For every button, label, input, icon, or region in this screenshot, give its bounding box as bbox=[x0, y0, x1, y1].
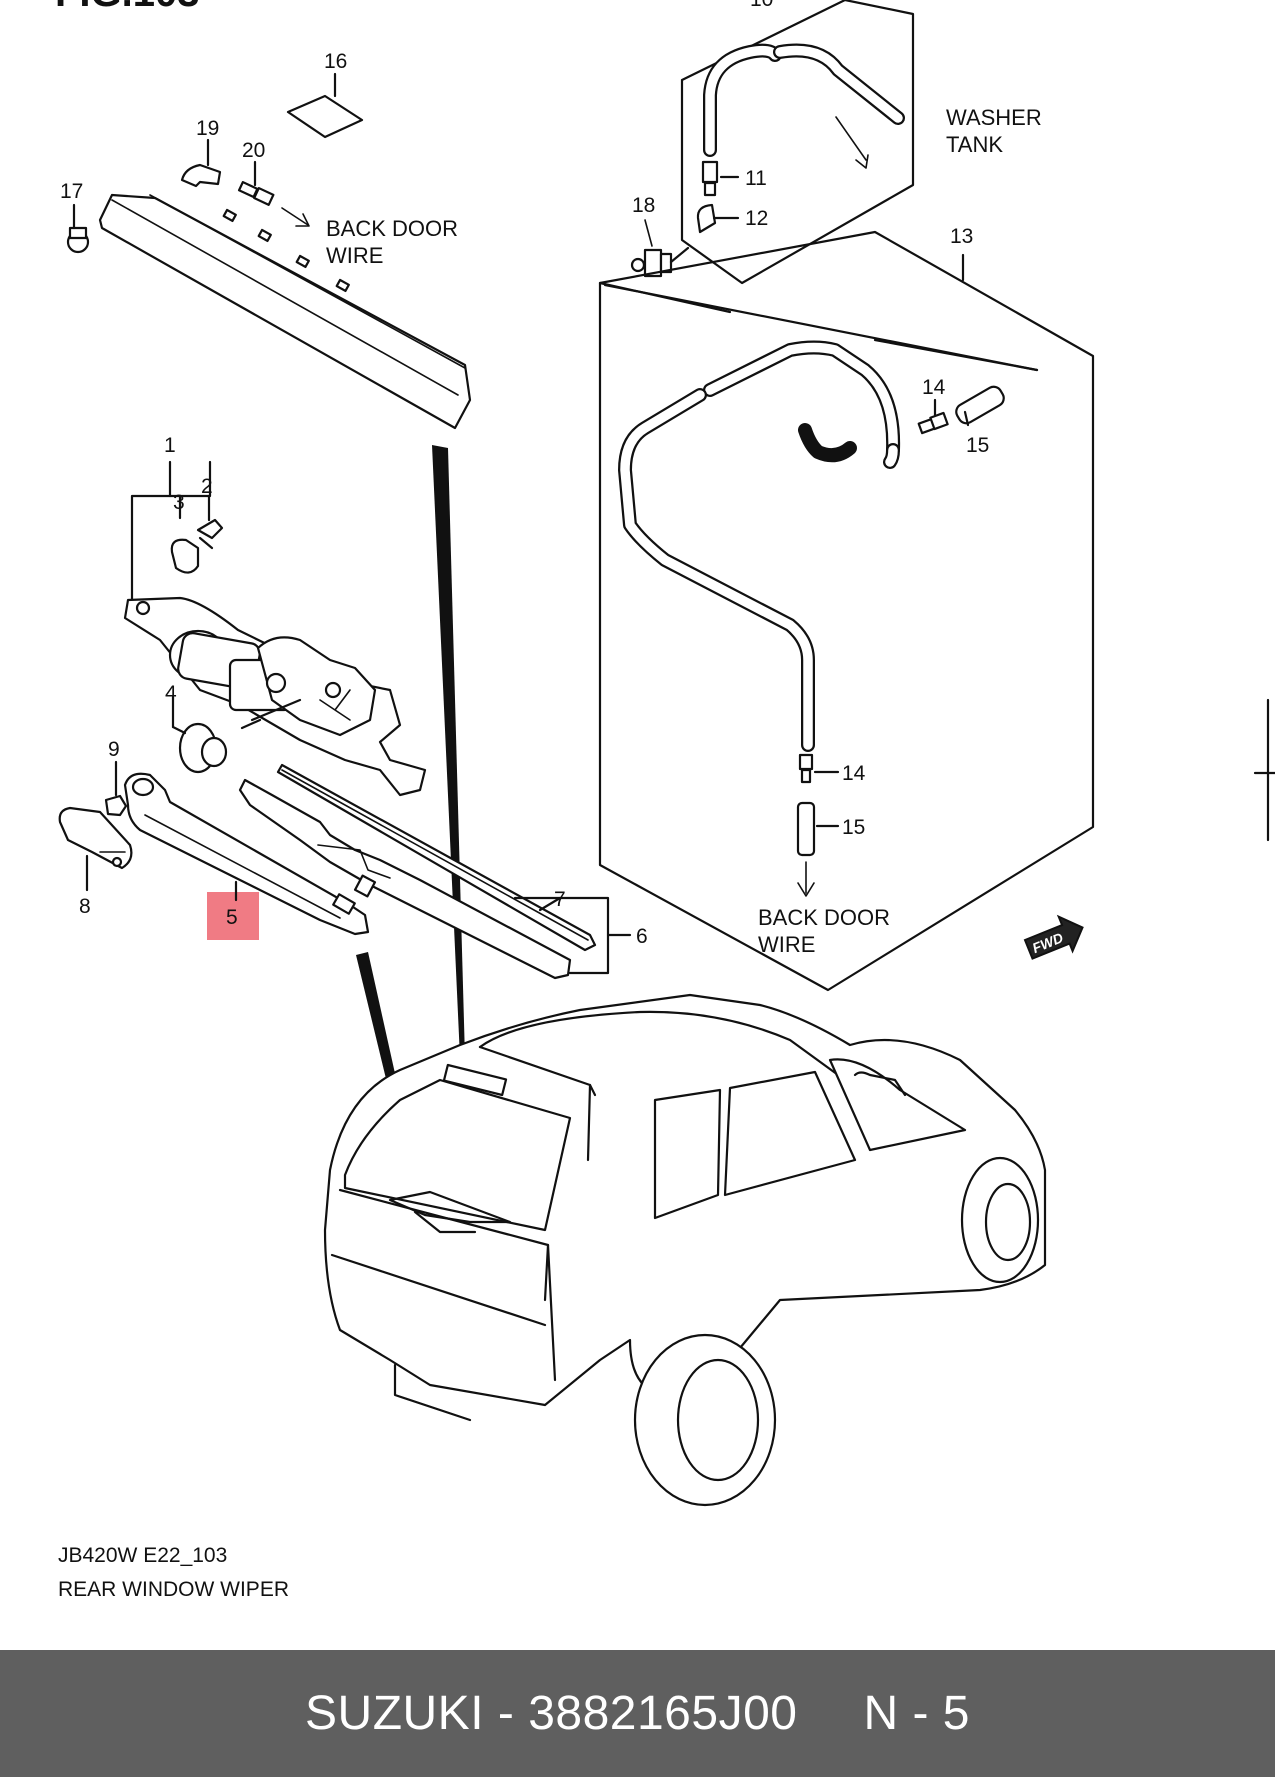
note-washer-tank-line1: WASHER bbox=[946, 105, 1042, 130]
callout-15-upper: 15 bbox=[966, 434, 989, 457]
vehicle-outline bbox=[323, 993, 1047, 1507]
high-mount-stop-lamp bbox=[66, 72, 472, 430]
callout-10: 10 bbox=[750, 0, 773, 11]
fig-label: FIG.103 bbox=[55, 0, 200, 15]
note-back-door-wire-bottom-line2: WIRE bbox=[758, 932, 815, 957]
callout-11: 11 bbox=[745, 167, 767, 190]
pointer-wedge-lamp bbox=[432, 445, 465, 1058]
note-washer-tank-line2: TANK bbox=[946, 132, 1003, 157]
callout-15-lower: 15 bbox=[842, 816, 865, 839]
parts-diagram: FIG.103 11 12 10 WASHER TANK 18 bbox=[55, 0, 1275, 1601]
callout-3: 3 bbox=[173, 491, 185, 514]
callout-6: 6 bbox=[636, 925, 648, 948]
callout-14-lower: 14 bbox=[842, 762, 866, 785]
rear-washer-hose-box-13 bbox=[598, 230, 1095, 992]
wiper-motor-assembly bbox=[123, 460, 427, 797]
washer-hose-group-box bbox=[680, 0, 915, 285]
callout-14-upper: 14 bbox=[922, 376, 946, 399]
wiper-arm-and-blade bbox=[58, 760, 632, 980]
callout-2: 2 bbox=[201, 475, 213, 498]
callout-7: 7 bbox=[554, 888, 566, 911]
diagram-title-line: REAR WINDOW WIPER bbox=[58, 1578, 289, 1601]
callout-1: 1 bbox=[164, 434, 176, 457]
highlight-box-part-5 bbox=[207, 892, 259, 940]
callout-17: 17 bbox=[60, 180, 83, 203]
fwd-arrow-icon: FWD bbox=[1023, 914, 1084, 960]
grommet-18 bbox=[630, 246, 690, 278]
note-back-door-wire-top-line2: WIRE bbox=[326, 243, 383, 268]
callout-9: 9 bbox=[108, 738, 120, 761]
callout-20: 20 bbox=[242, 139, 265, 162]
callout-19: 19 bbox=[196, 117, 219, 140]
callout-4: 4 bbox=[165, 682, 177, 705]
note-back-door-wire-bottom-line1: BACK DOOR bbox=[758, 905, 890, 930]
footer-dash: - bbox=[497, 1687, 515, 1740]
callout-5: 5 bbox=[226, 906, 238, 929]
callout-8: 8 bbox=[79, 895, 91, 918]
footer-brand: SUZUKI bbox=[305, 1687, 485, 1740]
callout-12: 12 bbox=[745, 207, 768, 230]
note-back-door-wire-top-line1: BACK DOOR bbox=[326, 216, 458, 241]
footer-position-label: N - 5 bbox=[863, 1687, 970, 1740]
footer-part-number: 3882165J00 bbox=[528, 1687, 798, 1740]
callout-18: 18 bbox=[632, 194, 655, 217]
callout-13: 13 bbox=[950, 225, 973, 248]
diagram-code-line: JB420W E22_103 bbox=[58, 1544, 227, 1567]
footer-bar: SUZUKI - 3882165J00 N - 5 bbox=[0, 1650, 1275, 1777]
callout-16: 16 bbox=[324, 50, 347, 73]
